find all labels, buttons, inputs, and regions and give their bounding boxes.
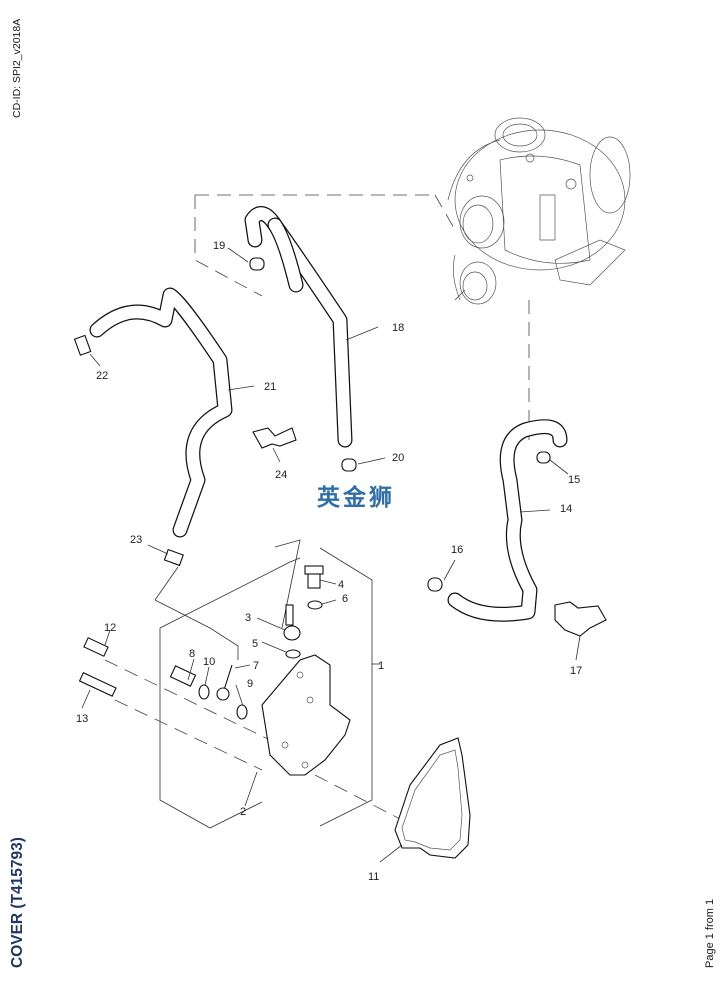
watermark: 英金狮 [317, 485, 395, 511]
washer-6 [307, 600, 323, 610]
bolt-12 [83, 637, 109, 657]
callout-13: 13 [76, 713, 88, 725]
callout-9: 9 [247, 678, 253, 690]
callout-2: 2 [240, 806, 246, 818]
callout-3: 3 [245, 612, 251, 624]
callout-7: 7 [253, 660, 259, 672]
assembly-bracket-box [154, 539, 380, 829]
clamp-20 [341, 458, 357, 472]
callout-16: 16 [451, 544, 463, 556]
callout-22: 22 [96, 370, 108, 382]
callout-14: 14 [560, 503, 572, 515]
washer-10 [198, 684, 210, 700]
callout-4: 4 [338, 579, 344, 591]
callout-21: 21 [264, 381, 276, 393]
bolt-8 [169, 665, 197, 687]
hose-18 [244, 206, 353, 448]
hose-21 [89, 287, 233, 538]
bolt-13 [78, 672, 117, 697]
sleeve-22 [73, 334, 92, 356]
turbocharger-illustration [447, 117, 631, 305]
callout-labels: 1 2 3 4 5 6 7 8 9 10 11 12 13 14 15 16 1… [76, 240, 582, 883]
callout-24: 24 [275, 469, 287, 481]
callout-23: 23 [130, 534, 142, 546]
callout-20: 20 [392, 452, 404, 464]
sleeve-23 [163, 548, 184, 567]
callout-10: 10 [203, 656, 215, 668]
clamp-16 [427, 577, 443, 592]
callout-15: 15 [568, 474, 580, 486]
callout-5: 5 [252, 638, 258, 650]
callout-leaders [81, 247, 581, 863]
callout-12: 12 [104, 622, 116, 634]
hose-14 [447, 419, 568, 622]
banjo-3 [283, 604, 301, 641]
clamp-19 [249, 257, 265, 271]
bolt-4 [304, 565, 324, 589]
pipe-7 [216, 664, 233, 701]
clip-17 [554, 601, 607, 637]
gasket-11 [394, 737, 471, 859]
washer-5 [285, 649, 301, 659]
callout-19: 19 [213, 240, 225, 252]
callout-18: 18 [392, 322, 404, 334]
clamp-15 [536, 451, 551, 464]
callout-1: 1 [378, 660, 384, 672]
washer-9 [236, 704, 248, 720]
clip-24 [252, 427, 297, 449]
callout-8: 8 [189, 648, 195, 660]
callout-11: 11 [368, 871, 379, 883]
cover-2 [261, 654, 351, 776]
callout-17: 17 [570, 665, 582, 677]
callout-6: 6 [342, 593, 348, 605]
